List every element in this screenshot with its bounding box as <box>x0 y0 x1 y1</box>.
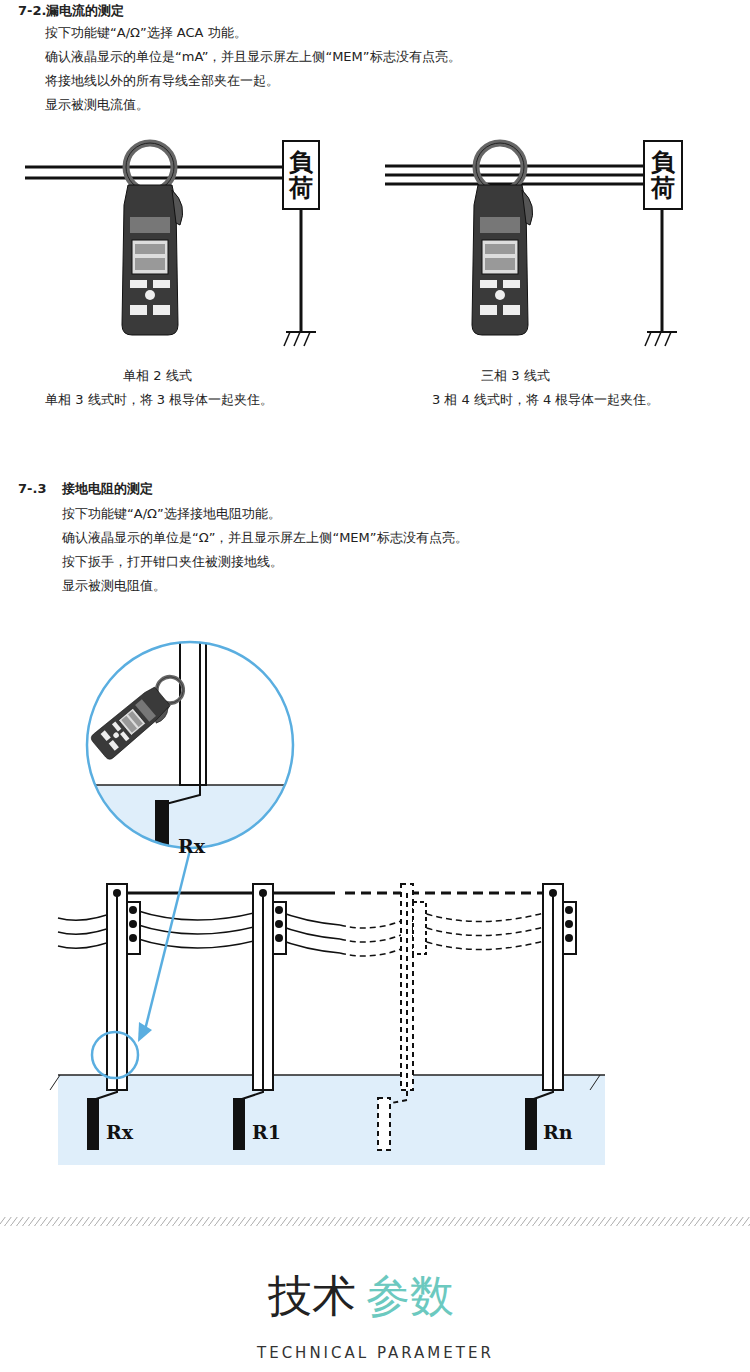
label-text: 三相 3 线式 <box>481 367 550 385</box>
label-text: 按下功能键“A/Ω”选择 ACA 功能。 <box>45 24 247 42</box>
wiring-right <box>385 143 677 346</box>
label-text: 显示被测电流值。 <box>45 96 149 114</box>
load-box: 負荷 <box>282 140 320 210</box>
load-label: 負荷 <box>289 149 313 202</box>
label-text: 将接地线以外的所有导线全部夹在一起。 <box>45 72 279 90</box>
label-text: Rx <box>106 1121 133 1143</box>
separator <box>0 1217 750 1226</box>
label-text: 技术 <box>268 1270 356 1322</box>
label-text: Rn <box>543 1121 573 1143</box>
zoom-detail <box>80 630 300 870</box>
label-text: 按下扳手，打开钳口夹住被测接地线。 <box>62 553 283 571</box>
label-text: R1 <box>252 1121 281 1143</box>
label-text: 单相 2 线式 <box>123 367 192 385</box>
load-box: 負荷 <box>643 140 683 210</box>
label-text: 确认液晶显示的单位是“mA”，并且显示屏左上侧“MEM”标志没有点亮。 <box>45 48 461 66</box>
label-text: 单相 3 线式时，将 3 根导体一起夹住。 <box>45 391 273 409</box>
label-text: 显示被测电阻值。 <box>62 577 166 595</box>
ground-band <box>58 1075 605 1165</box>
label-text: 7-.3 <box>18 480 46 498</box>
label-text: 7-2.漏电流的测定 <box>18 2 124 20</box>
label-text: 接地电阻的测定 <box>62 480 153 498</box>
label-text: 确认液晶显示的单位是“Ω”，并且显示屏左上侧“MEM”标志没有点亮。 <box>62 529 468 547</box>
label-text: 按下功能键“A/Ω”选择接地电阻功能。 <box>62 505 281 523</box>
load-label: 負荷 <box>651 149 675 202</box>
label-text: 参数 <box>366 1270 454 1322</box>
label-text: Rx <box>178 835 205 857</box>
wiring-left <box>25 143 316 346</box>
label-text: 3 相 4 线式时，将 4 根导体一起夹住。 <box>432 391 659 409</box>
poles <box>58 884 576 1150</box>
label-text: TECHNICAL PARAMETER <box>257 1344 494 1362</box>
